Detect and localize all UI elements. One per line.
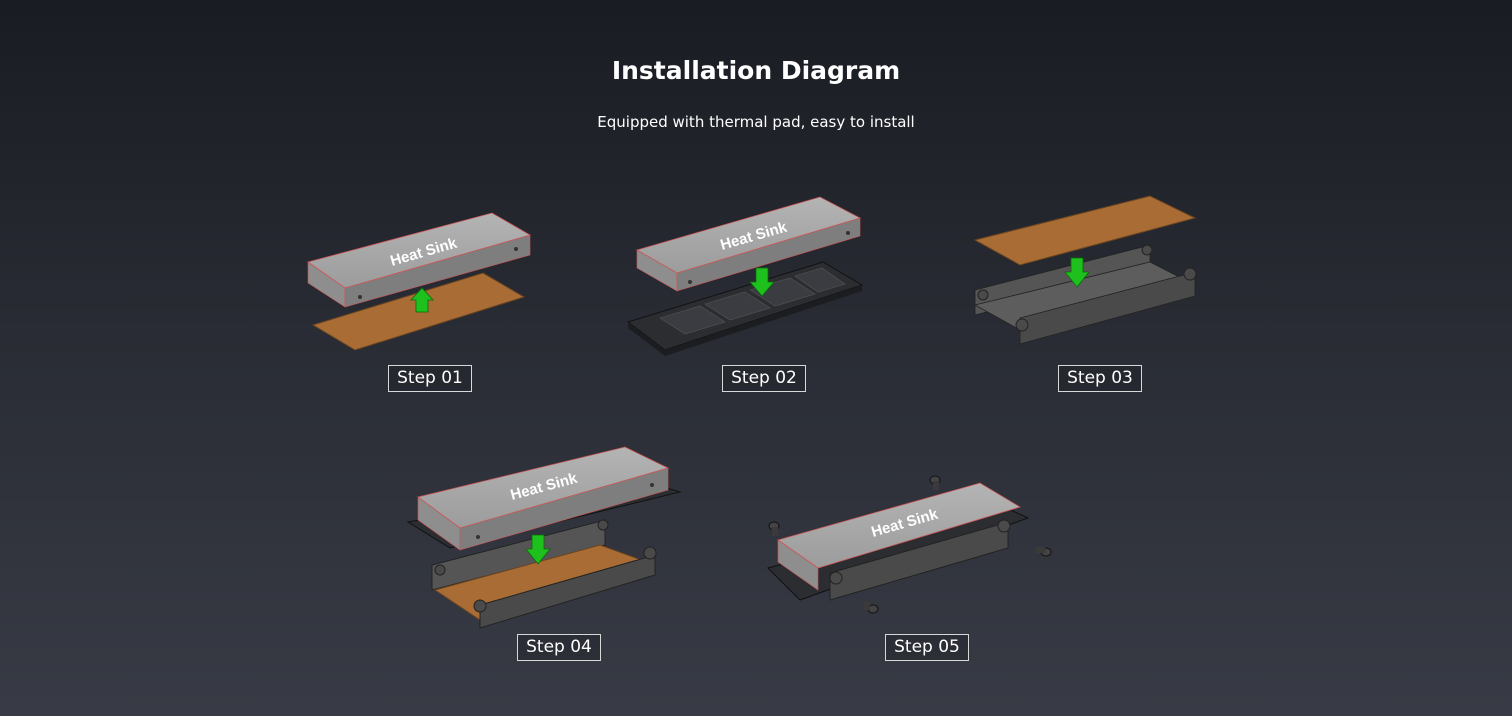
- ssd-chip: [704, 291, 771, 321]
- screw-icon: [864, 601, 879, 614]
- heatsink-top: [307, 212, 532, 289]
- bracket-back-wall: [431, 519, 606, 591]
- step-02-label: Step 02: [722, 365, 806, 392]
- screw-icon: [1036, 547, 1052, 557]
- step-01-illustration: Heat Sink: [307, 212, 532, 351]
- heatsink-top: [635, 196, 862, 274]
- thermal-pad: [973, 195, 1197, 266]
- arrow-down-icon: [1064, 257, 1090, 288]
- step-04-illustration: Heat Sink: [406, 446, 682, 629]
- step-03-label: Step 03: [1058, 365, 1142, 392]
- bracket-front-wall: [479, 554, 656, 629]
- page-subtitle: Equipped with thermal pad, easy to insta…: [597, 113, 915, 131]
- arrow-down-icon: [525, 534, 551, 565]
- step-02-illustration: Heat Sink: [626, 196, 864, 356]
- step-05-illustration: Heat Sink: [767, 475, 1052, 614]
- step-04-label: Step 04: [517, 634, 601, 661]
- ssd-chip: [749, 277, 816, 307]
- bracket-front-wall: [1019, 271, 1196, 345]
- screw-icon: [768, 521, 780, 536]
- bracket-front-wall: [829, 521, 1009, 601]
- step-01-label: Step 01: [388, 365, 472, 392]
- arrow-up-icon: [410, 287, 434, 313]
- step-03-illustration: [973, 195, 1197, 345]
- step-05-label: Step 05: [885, 634, 969, 661]
- arrow-down-icon: [749, 267, 775, 297]
- heatsink-top: [777, 482, 1021, 569]
- ssd-chip: [659, 305, 726, 335]
- page-title: Installation Diagram: [611, 56, 901, 85]
- screw-icon: [929, 475, 941, 490]
- ssd-chip: [794, 267, 846, 293]
- heatsink-top: [417, 446, 670, 529]
